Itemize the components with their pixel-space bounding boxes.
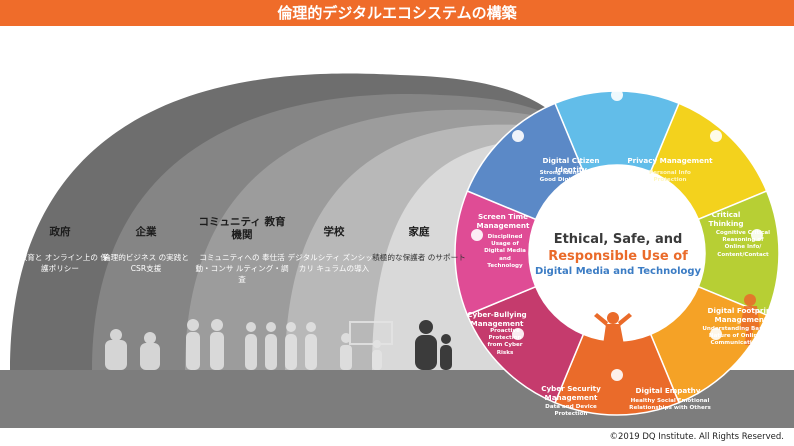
digital-empathy-icon [611,369,623,381]
segment-title-cyber-security-management: Cyber Security Management [541,384,601,402]
copyright-notice: ©2019 DQ Institute. All Rights Reserved. [609,432,785,442]
layer-title-school: 学校 [323,226,345,238]
privacy-management-icon [709,130,722,143]
segment-desc-screen-time-management: Disciplined Usage of Digital Media and T… [484,234,526,269]
layer-desc-community: コミュニティへの 奉仕活動・コンサ ルティング・調査 [195,253,289,284]
segment-title-digital-citizen-identity: Digital Citizen Identity [542,156,600,174]
center-line-1: Ethical, Safe, and [553,232,683,247]
segment-title-digital-empathy: Digital Empathy [635,386,701,395]
layer-title-government: 政府 [49,226,71,238]
critical-thinking-icon [751,229,763,241]
child-silhouette-right [740,294,760,345]
segment-desc-cyber-bullying-management: Proactive Protection from Cyber Risks [487,328,523,356]
layer-desc-home: 積極的な保護者 のサポート [372,253,466,262]
layer-title-enterprise: 企業 [135,226,157,238]
layer-title-community: コミュニティ 教育機関 [198,216,286,241]
competency-wheel [454,89,780,416]
cyber-security-management-icon [512,327,525,340]
digital-citizen-identity-icon [611,89,623,101]
digital-footprint-management-icon [709,327,722,340]
segment-desc-privacy-management: Personal Info Protection [649,170,691,184]
segment-desc-digital-empathy: Healthy Social Emotional Relationships w… [629,398,711,412]
cyber-bullying-management-icon [471,229,483,241]
segment-desc-critical-thinking: Cognitive Critical Reasoning of Online I… [715,230,771,258]
segment-title-screen-time-management: Screen Time Management [476,212,530,230]
center-line-3: Digital Media and Technology [534,266,702,277]
segment-title-privacy-management: Privacy Management [627,156,713,165]
child-silhouette [594,312,632,360]
screen-time-management-icon [512,130,525,143]
segment-title-digital-footprint-management: Digital Footprint Management [707,306,775,324]
segment-title-critical-thinking: Critical Thinking [708,210,744,228]
center-circle [529,165,705,341]
segment-title-cyber-bullying-management: Cyber-Bullying Management [467,310,527,328]
layer-desc-school: デジタルシティ ズンシップカリ キュラムの導入 [287,253,381,273]
layer-desc-enterprise: 倫理的ビジネス の実践とCSR支援 [103,253,189,273]
family-silhouette [415,320,452,370]
segment-desc-digital-citizen-identity: Strong Identity as a Good Digital Citize… [539,170,603,184]
title-banner: 倫理的デジタルエコシステムの構築 [0,0,794,26]
layer-desc-government: 公教育と オンライン上の 保護ポリシー [12,253,108,273]
segment-desc-cyber-security-management: Data and Device Protection [545,404,597,418]
center-line-2: Responsible Use of [548,249,688,264]
layer-title-home: 家庭 [408,226,430,238]
segment-desc-digital-footprint-management: Understanding Basic Nature of Online Com… [702,326,768,347]
people-silhouettes [105,319,393,370]
